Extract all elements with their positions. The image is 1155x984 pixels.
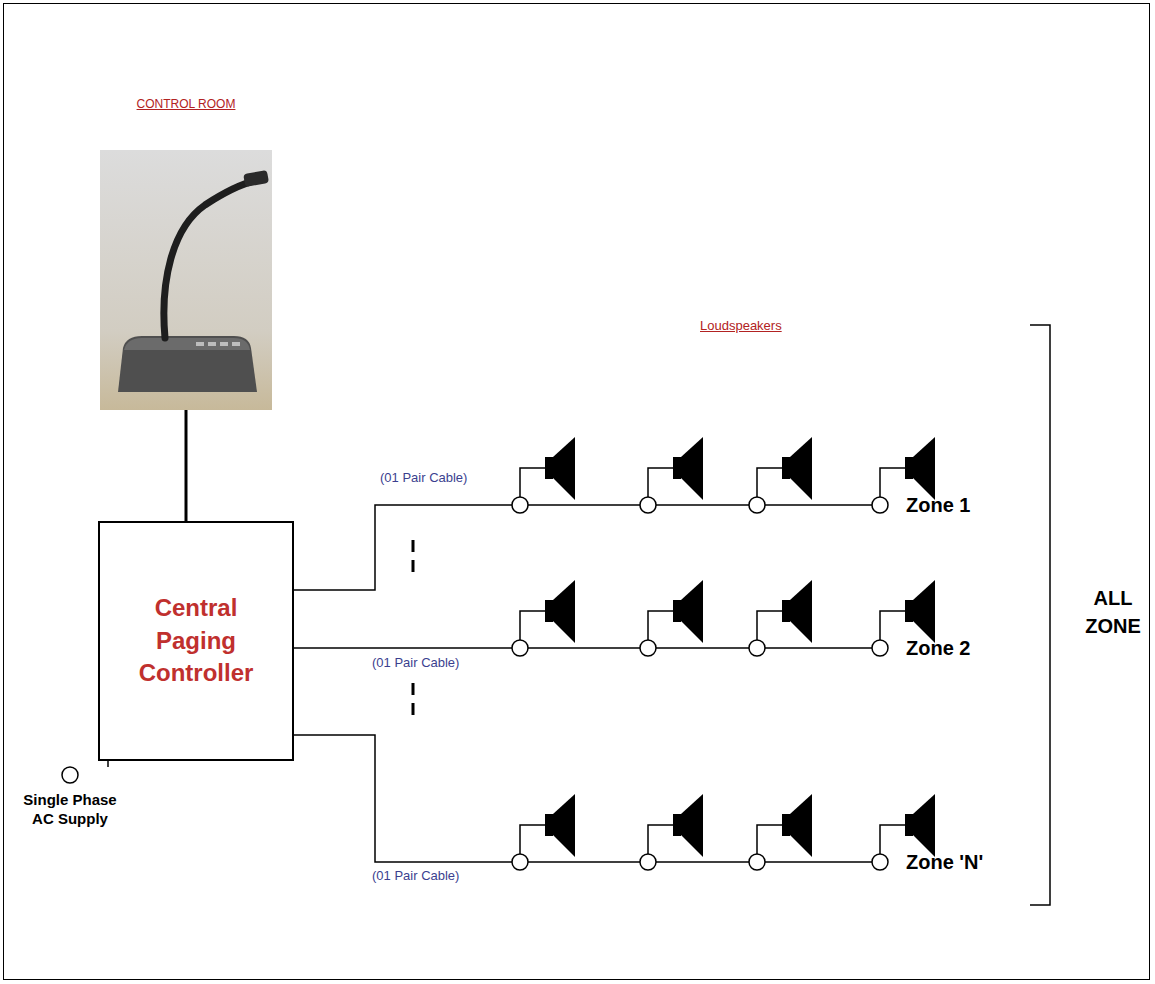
section-heading: Loudspeakers	[700, 318, 782, 333]
zone-label: Zone 2	[906, 637, 970, 660]
group-label: ALL ZONE	[1078, 584, 1148, 640]
node-text: Central Paging Controller	[122, 592, 270, 689]
zone-label: Zone 'N'	[906, 851, 983, 874]
cable-label: (01 Pair Cable)	[372, 868, 459, 883]
loudspeaker-symbols	[512, 437, 935, 870]
controller-box: Central Paging Controller	[98, 521, 294, 761]
node-text: CONTROL ROOM	[100, 97, 272, 111]
terminal-circle	[61, 766, 79, 784]
connector-line	[107, 761, 109, 767]
page-frame	[3, 3, 1150, 980]
zone-label: Zone 1	[906, 494, 970, 517]
ac-supply-terminal: Single Phase AC Supply	[14, 767, 126, 841]
zone-wiring	[294, 505, 872, 862]
cable-label: (01 Pair Cable)	[380, 470, 467, 485]
cable-label: (01 Pair Cable)	[372, 655, 459, 670]
control-room-panel: CONTROL ROOM	[100, 97, 272, 410]
node-text: Single Phase AC Supply	[14, 791, 126, 829]
microphone-photo	[100, 150, 272, 410]
zone-bracket	[1030, 325, 1050, 905]
continuation-dashes	[412, 540, 415, 723]
connector-line	[185, 410, 188, 521]
